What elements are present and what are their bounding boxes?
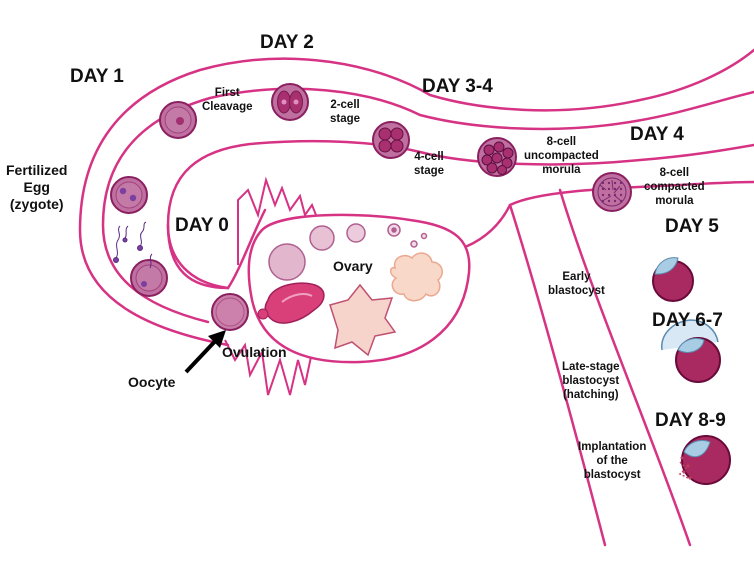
compacted-line-1: 8-cell [659,167,690,179]
ovary-label: Ovary [333,258,373,274]
fertilization-cell [130,253,168,297]
uncompacted-line-2: uncompacted [524,150,599,162]
first-cleavage-cell [159,101,197,139]
implantation-label: Implantation of the blastocyst [578,440,646,482]
four-cell-label: 4-cell stage [414,150,444,178]
late-blastocyst-label: Late-stage blastocyst (hatching) [562,360,620,402]
early-blastocyst [652,257,694,302]
late-blastocyst-line-3: (hatching) [562,389,619,401]
compacted-line-2: compacted [644,181,705,193]
day-8-9-label: DAY 8-9 [655,410,726,431]
uncompacted-line-3: morula [542,164,581,176]
day-5-label: DAY 5 [665,216,719,237]
day-2-label: DAY 2 [260,32,314,53]
oocyte-cell [211,293,249,331]
ovulation-label: Ovulation [222,344,287,360]
uncompacted-morula [477,137,517,177]
four-cell-stage [372,121,410,159]
late-blastocyst-line-2: blastocyst [562,375,620,387]
early-blastocyst-line-1: Early [562,271,591,283]
compacted-morula [592,172,632,212]
day-3-4-label: DAY 3-4 [422,76,493,97]
day-6-7-label: DAY 6-7 [652,310,723,331]
follicles [268,223,428,281]
four-cell-line-1: 4-cell [414,151,444,163]
early-blastocyst-label: Early blastocyst [548,270,605,298]
day-1-label: DAY 1 [70,66,124,87]
corpus-luteum [389,252,443,302]
fertilized-line-1: Fertilized [6,162,68,178]
zygote-cell [110,176,148,214]
implanting-blastocyst [678,435,731,485]
day-0-label: DAY 0 [175,215,229,236]
first-cleavage-line-2: Cleavage [202,101,253,113]
oocyte-label: Oocyte [128,374,176,390]
implantation-line-3: blastocyst [583,469,641,481]
compacted-line-3: morula [655,195,694,207]
late-blastocyst-line-1: Late-stage [562,361,620,373]
fertilized-line-2: Egg [23,179,50,195]
corpus-albicans [329,283,397,357]
uncompacted-morula-label: 8-cell uncompacted morula [524,135,599,177]
first-cleavage-line-1: First [214,87,240,99]
two-cell-label: 2-cell stage [330,98,360,126]
fimbriae [224,176,319,396]
early-blastocyst-line-2: blastocyst [548,285,605,297]
sperm [113,221,147,263]
late-blastocyst [661,319,721,383]
compacted-morula-label: 8-cell compacted morula [644,166,705,208]
implantation-line-2: of the [596,455,628,467]
four-cell-line-2: stage [414,165,445,177]
ruptured-follicle [257,282,325,324]
oocyte-arrow [184,330,226,374]
first-cleavage-label: First Cleavage [202,86,253,114]
fertilized-egg-label: Fertilized Egg (zygote) [6,162,67,213]
day-4-label: DAY 4 [630,124,684,145]
two-cell-line-2: stage [330,113,361,125]
implantation-line-1: Implantation [578,441,647,453]
fertilized-line-3: (zygote) [9,196,64,212]
two-cell-line-1: 2-cell [330,99,360,111]
uncompacted-line-1: 8-cell [546,136,577,148]
two-cell-stage [271,83,309,121]
